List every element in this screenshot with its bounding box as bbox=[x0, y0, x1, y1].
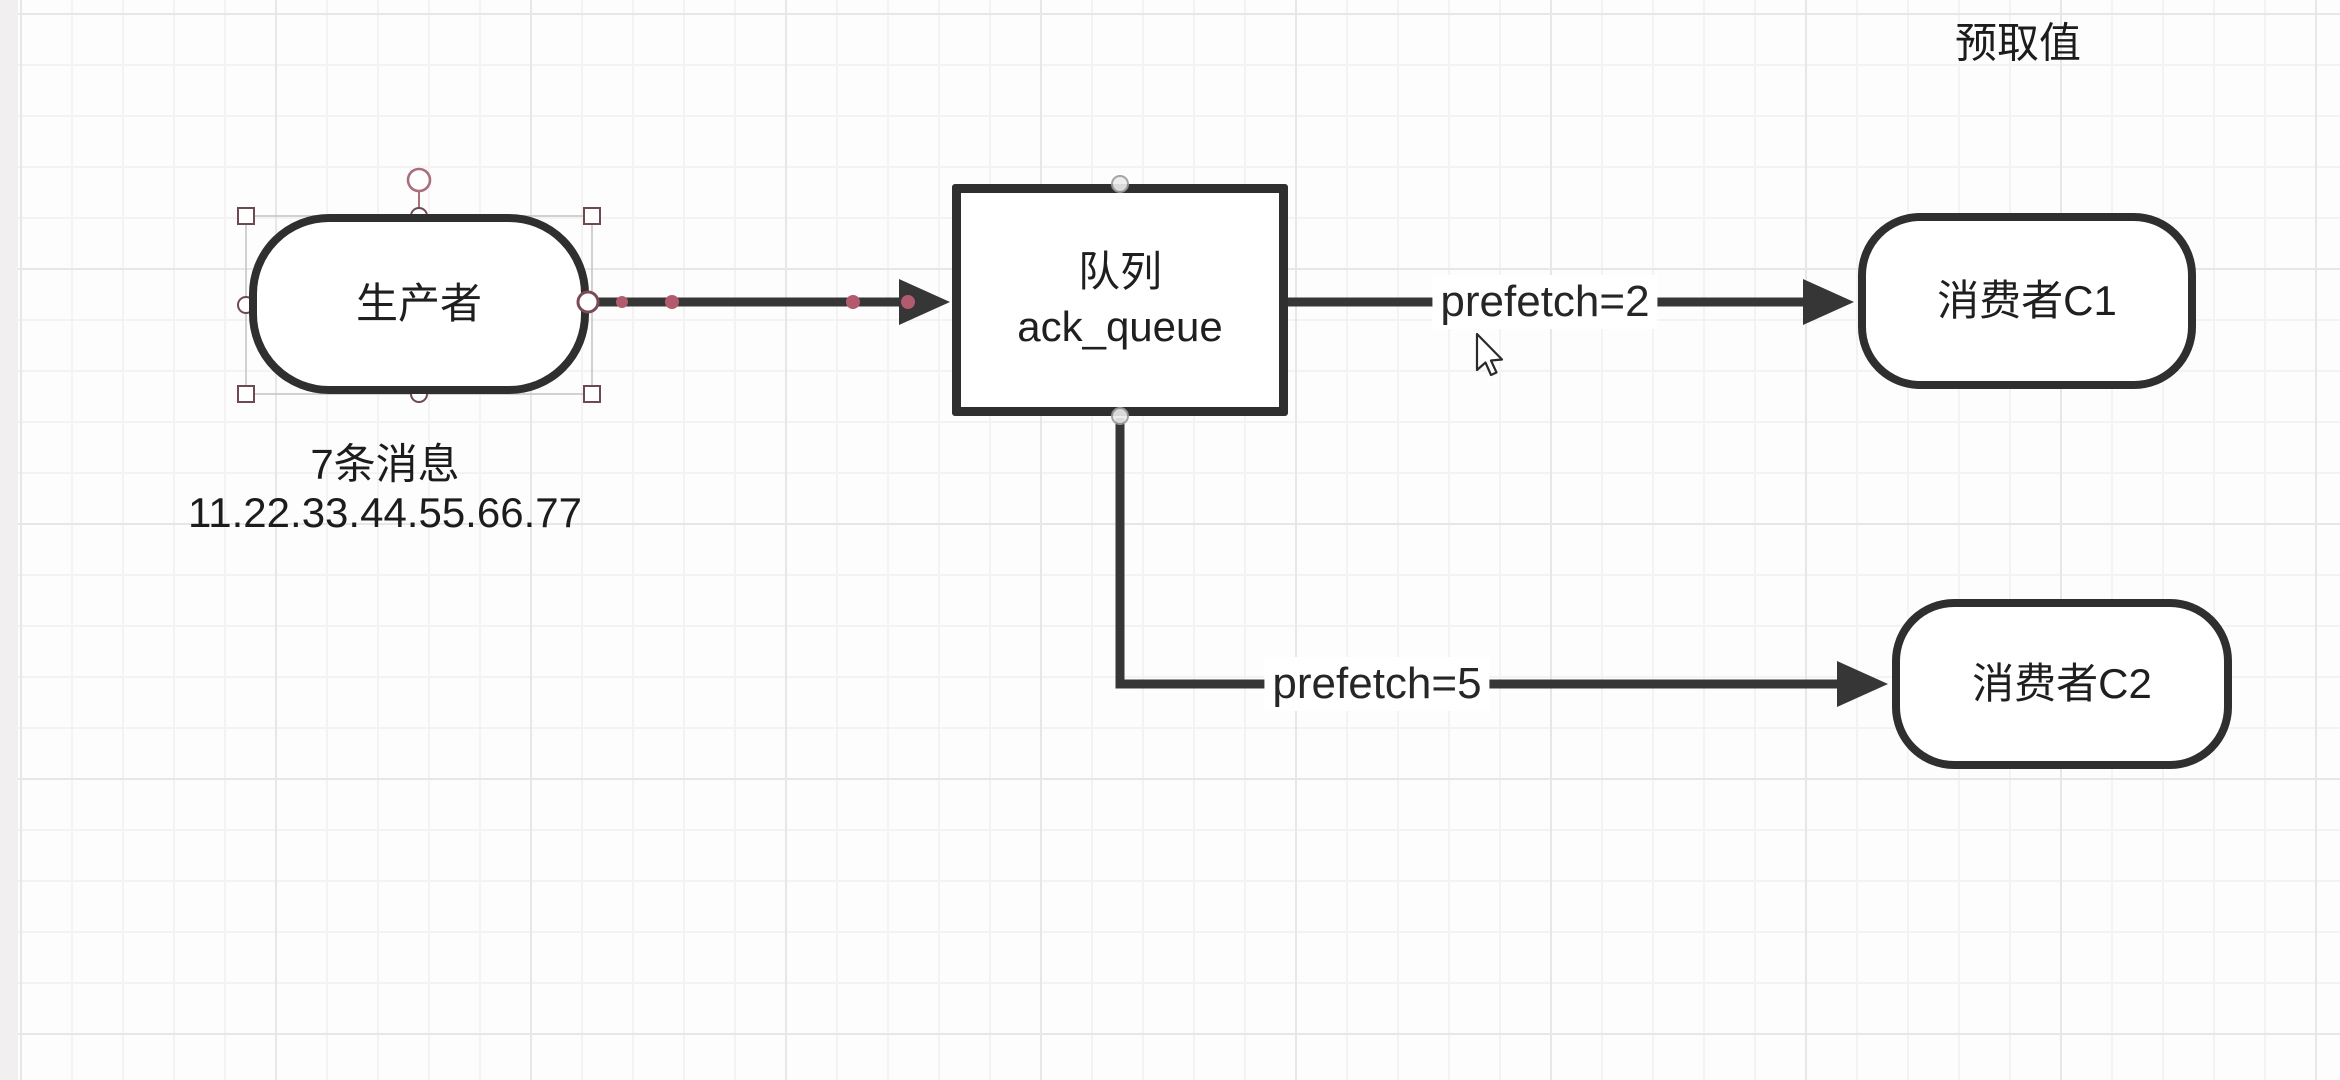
arrowhead-queue-to-consumer2-icon bbox=[1837, 661, 1888, 707]
node-consumer2[interactable]: 消费者C2 bbox=[1892, 599, 2232, 769]
edge-endpoint-handle[interactable] bbox=[576, 290, 600, 314]
node-consumer1-label: 消费者C1 bbox=[1937, 276, 2117, 324]
resize-handle-top-left[interactable] bbox=[237, 207, 255, 225]
edge-queue-to-consumer2[interactable] bbox=[1115, 418, 1840, 689]
node-consumer1[interactable]: 消费者C1 bbox=[1858, 213, 2196, 389]
edge-label-prefetch5[interactable]: prefetch=5 bbox=[1264, 657, 1490, 711]
text-prefetch-title[interactable]: 预取值 bbox=[1954, 19, 2082, 67]
resize-handle-bottom-left[interactable] bbox=[237, 385, 255, 403]
node-consumer2-label: 消费者C2 bbox=[1972, 659, 2152, 707]
resize-handle-top-right[interactable] bbox=[583, 207, 601, 225]
node-queue[interactable]: 队列 ack_queue bbox=[952, 184, 1288, 416]
node-queue-label-line2: ack_queue bbox=[1017, 303, 1223, 350]
resize-handle-bottom-right[interactable] bbox=[583, 385, 601, 403]
connection-point-queue-bottom[interactable] bbox=[1111, 407, 1129, 425]
node-queue-label-line1: 队列 bbox=[1077, 248, 1162, 296]
node-producer-label: 生产者 bbox=[355, 279, 482, 327]
rotation-handle-icon[interactable] bbox=[406, 167, 432, 193]
arrowhead-queue-to-consumer1-icon bbox=[1803, 279, 1854, 325]
node-producer[interactable]: 生产者 bbox=[249, 214, 589, 394]
edge-label-prefetch2[interactable]: prefetch=2 bbox=[1432, 275, 1658, 329]
edge-waypoint-dot[interactable] bbox=[616, 296, 628, 308]
edge-waypoint-dot[interactable] bbox=[665, 295, 679, 309]
canvas-left-margin bbox=[0, 0, 18, 1080]
mouse-cursor-icon bbox=[1475, 332, 1504, 377]
arrowhead-producer-to-queue-icon bbox=[899, 279, 950, 325]
edge-waypoint-dot[interactable] bbox=[846, 295, 860, 309]
edge-waypoint-dot[interactable] bbox=[901, 295, 915, 309]
text-producer-note-line1[interactable]: 7条消息 bbox=[310, 440, 460, 488]
text-producer-note-line2[interactable]: 11.22.33.44.55.66.77 bbox=[188, 489, 582, 536]
connection-point-queue-top[interactable] bbox=[1111, 175, 1129, 193]
